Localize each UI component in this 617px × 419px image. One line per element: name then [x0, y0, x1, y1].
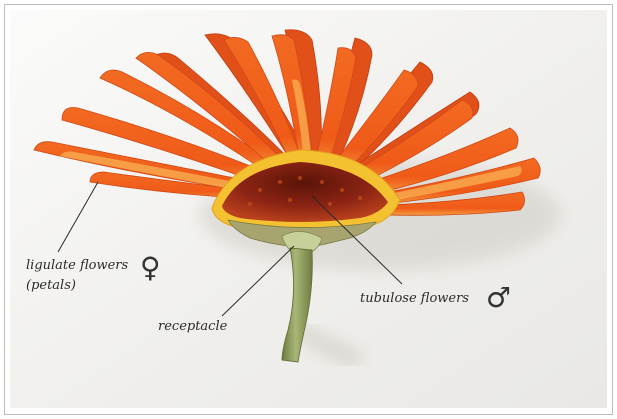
receptacle-label: receptacle	[158, 319, 227, 335]
tubulose-flowers-label: tubulose flowers	[360, 291, 469, 307]
petals-label: (petals)	[26, 278, 76, 294]
female-symbol: ♀	[140, 254, 161, 282]
male-symbol: ♂	[486, 284, 511, 312]
ligulate-flowers-label: ligulate flowers	[26, 258, 128, 274]
